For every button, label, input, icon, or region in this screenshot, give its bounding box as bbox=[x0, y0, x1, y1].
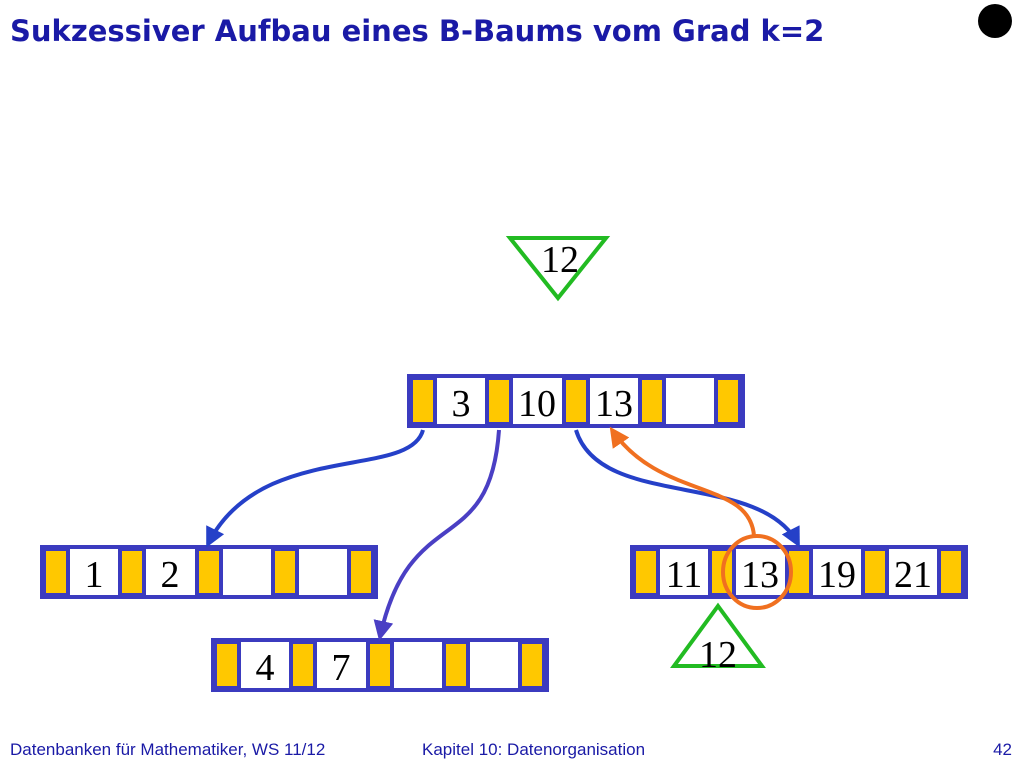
root-key-1: 3 bbox=[452, 383, 471, 425]
leaf-node-b: 4 7 bbox=[211, 638, 549, 692]
root-key-2: 10 bbox=[518, 383, 556, 425]
slide-title: Sukzessiver Aufbau eines B-Baums vom Gra… bbox=[10, 14, 825, 48]
insert-key-leaf-label: 12 bbox=[699, 634, 737, 676]
footer-chapter: Kapitel 10: Datenorganisation bbox=[422, 740, 646, 759]
leaf-c-key-4: 21 bbox=[894, 554, 932, 596]
insert-key-marker-leaf: 12 bbox=[670, 602, 766, 676]
leaf-node-a: 1 2 bbox=[40, 545, 378, 599]
pointer-arrow-to-leaf-a bbox=[206, 429, 425, 548]
leaf-b-key-1: 4 bbox=[256, 647, 275, 689]
compare-highlight-circle bbox=[721, 534, 793, 610]
insert-key-marker: 12 bbox=[505, 236, 611, 302]
leaf-a-key-2: 2 bbox=[161, 554, 180, 596]
footer-course: Datenbanken für Mathematiker, WS 11/12 bbox=[10, 740, 326, 759]
root-node: 3 10 13 bbox=[407, 374, 745, 428]
leaf-c-key-3: 19 bbox=[818, 554, 856, 596]
compare-arrow bbox=[609, 426, 756, 537]
leaf-c-key-1: 11 bbox=[666, 554, 703, 596]
root-key-3: 13 bbox=[595, 383, 633, 425]
leaf-a-key-1: 1 bbox=[85, 554, 104, 596]
footer-page-number: 42 bbox=[993, 740, 1012, 759]
leaf-b-key-2: 7 bbox=[332, 647, 351, 689]
leaf-c-key-2: 13 bbox=[741, 554, 779, 596]
leaf-node-c: 11 13 19 21 bbox=[630, 545, 968, 599]
pointer-arrow-to-leaf-b bbox=[373, 429, 501, 641]
bullet-dot-icon bbox=[978, 4, 1012, 38]
pointer-arrow-to-leaf-c bbox=[574, 429, 800, 548]
insert-key-label: 12 bbox=[541, 239, 579, 281]
